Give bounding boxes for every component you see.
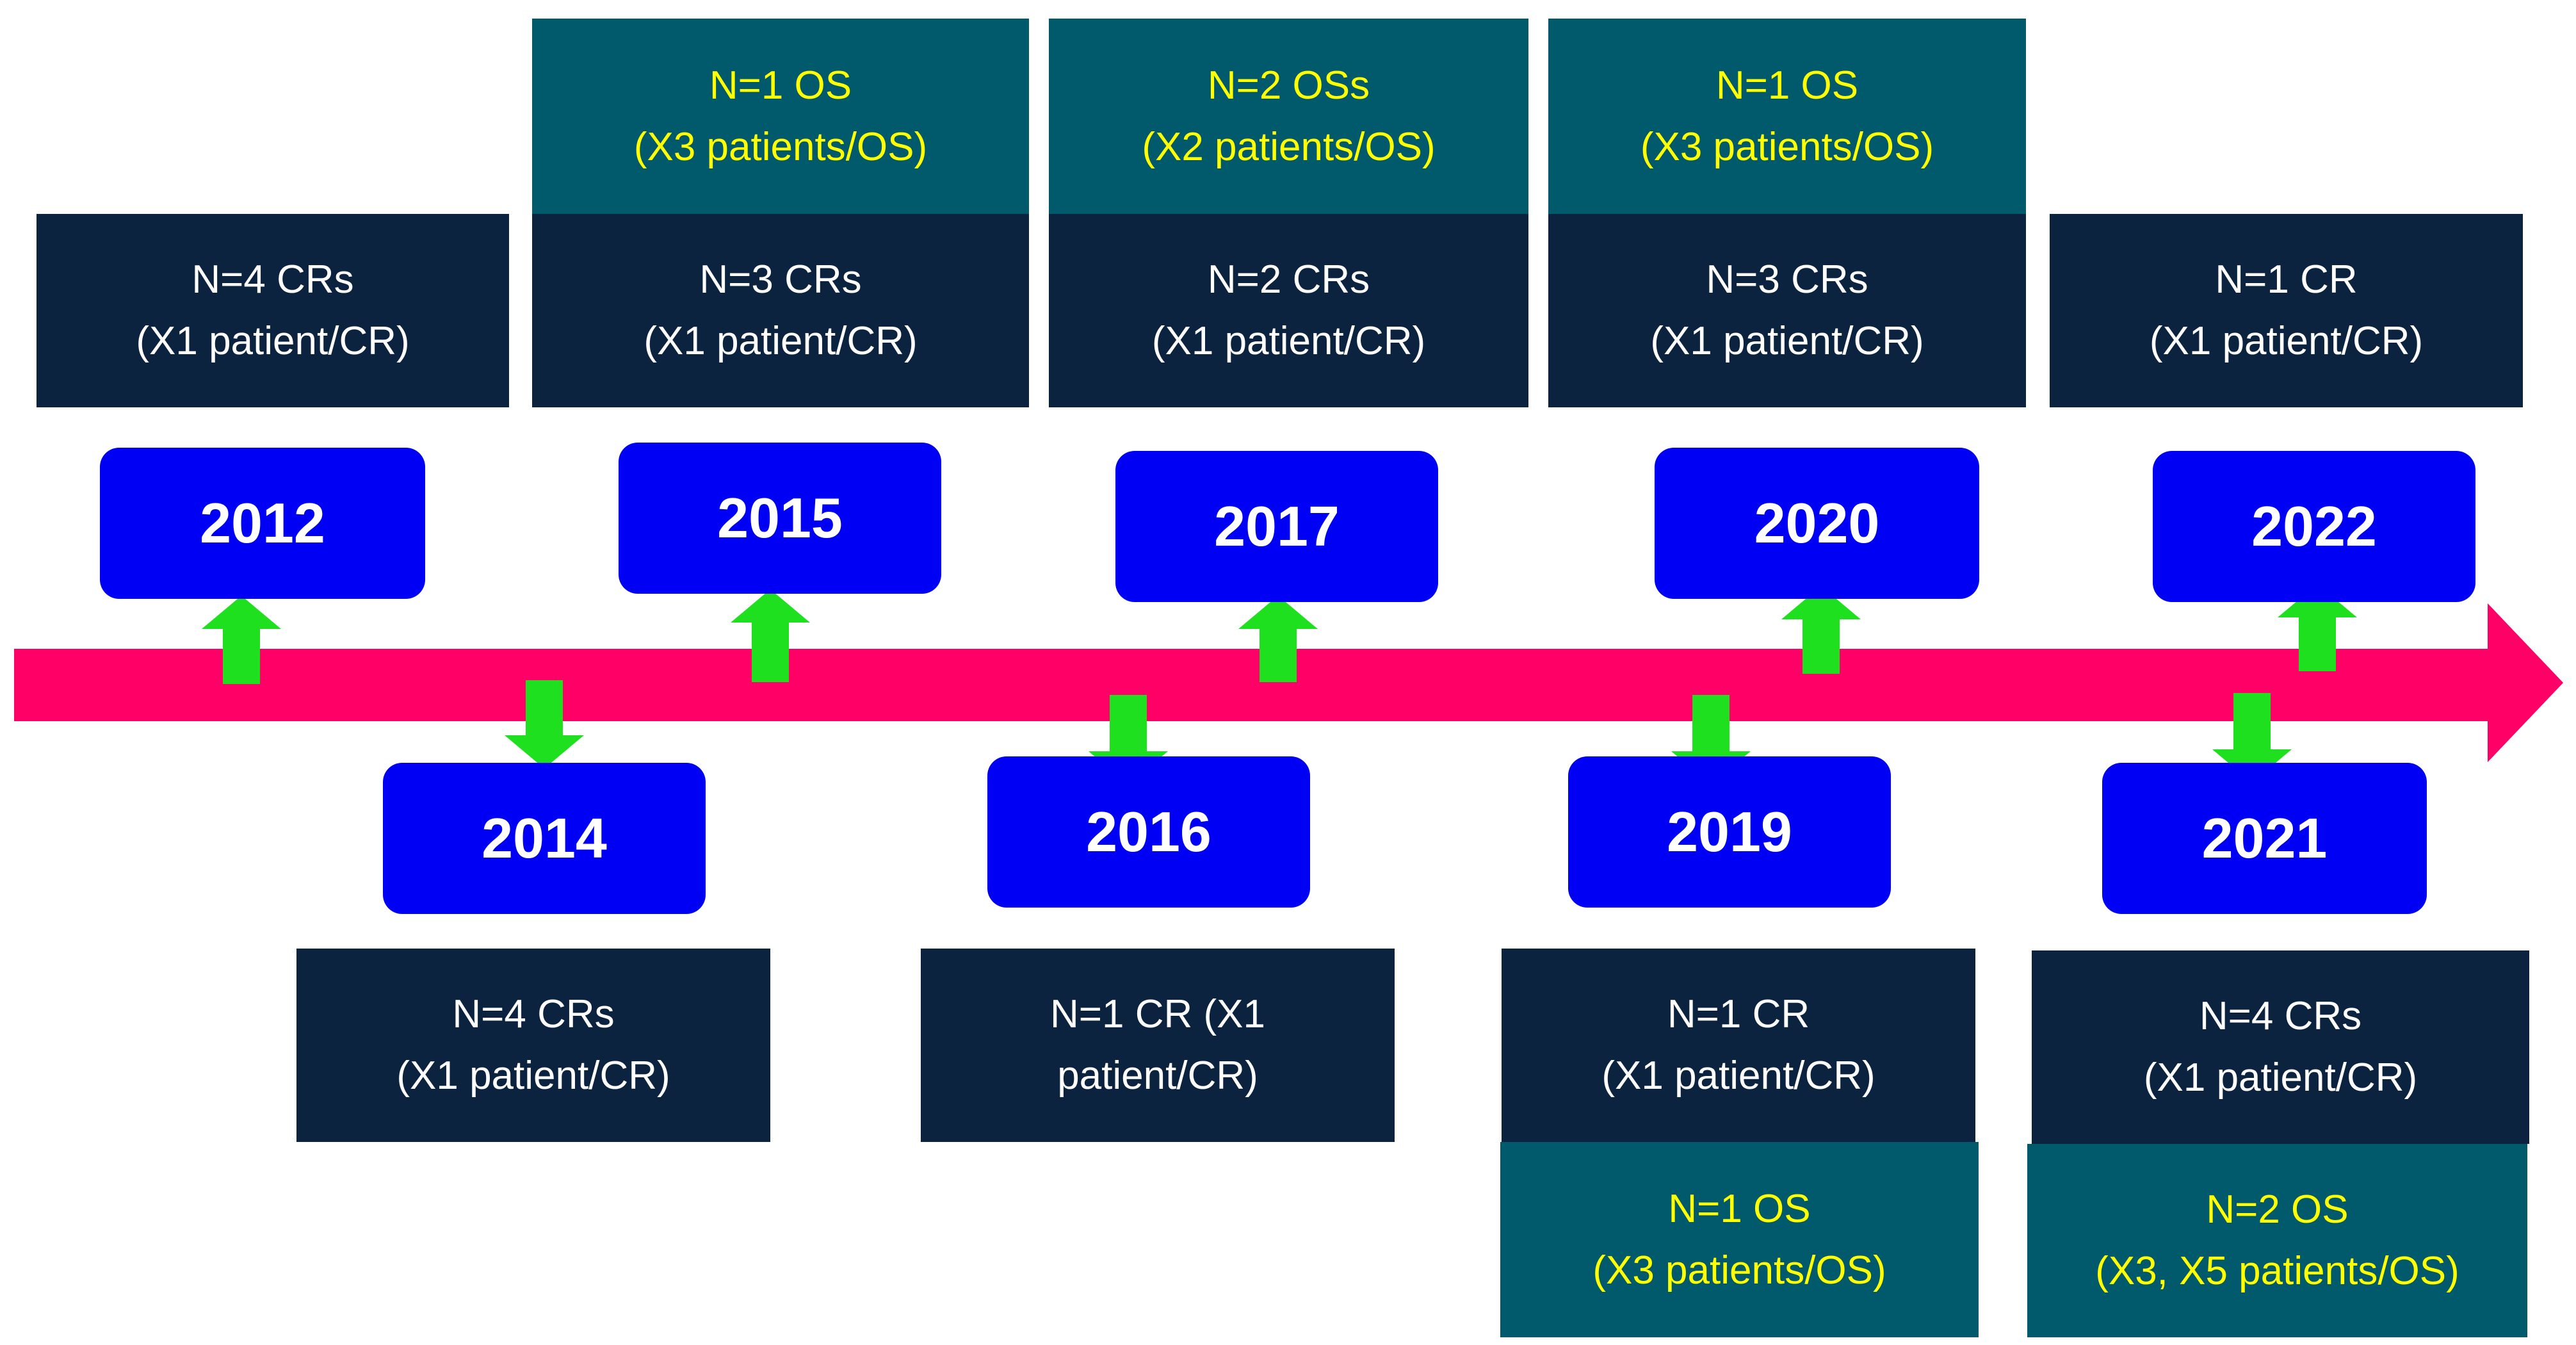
cr-count-text: N=3 CRs <box>1706 257 1868 302</box>
cr-box-2017: N=2 CRs (X1 patient/CR) <box>1049 214 1528 407</box>
up-arrow-2017 <box>1238 596 1318 682</box>
down-arrow-2021 <box>2212 693 2292 783</box>
cr-ratio-text: (X1 patient/CR) <box>1601 1054 1875 1098</box>
cr-box-2021: N=4 CRs (X1 patient/CR) <box>2032 950 2529 1144</box>
os-ratio-text: (X3, X5 patients/OS) <box>2095 1249 2459 1293</box>
year-label: 2019 <box>1667 800 1792 863</box>
cr-count-text: N=3 CRs <box>699 257 862 302</box>
year-box-2017: 2017 <box>1115 451 1438 602</box>
cr-ratio-text: (X1 patient/CR) <box>396 1054 670 1098</box>
cr-ratio-text: (X1 patient/CR) <box>2143 1056 2418 1100</box>
down-arrow-2014 <box>505 680 584 769</box>
os-ratio-text: (X2 patients/OS) <box>1142 124 1436 169</box>
os-ratio-text: (X3 patients/OS) <box>1640 124 1934 169</box>
cr-count-text: N=1 CR (X1 <box>1050 992 1265 1036</box>
cr-box-2020: N=3 CRs (X1 patient/CR) <box>1548 214 2026 407</box>
up-arrow-2015 <box>731 589 810 682</box>
year-label: 2015 <box>717 486 843 550</box>
os-box-2019: N=1 OS (X3 patients/OS) <box>1500 1142 1979 1337</box>
cr-count-text: N=1 CR <box>1667 992 1810 1036</box>
cr-box-2014: N=4 CRs (X1 patient/CR) <box>296 949 770 1142</box>
year-box-2015: 2015 <box>619 443 941 594</box>
year-box-2021: 2021 <box>2102 763 2427 914</box>
year-box-2014: 2014 <box>383 763 706 914</box>
cr-ratio-text: (X1 patient/CR) <box>644 319 918 363</box>
cr-box-2012: N=4 CRs (X1 patient/CR) <box>36 214 509 407</box>
os-box-2020: N=1 OS (X3 patients/OS) <box>1548 19 2026 214</box>
timeline-arrow <box>14 603 2563 762</box>
cr-ratio-text: (X1 patient/CR) <box>136 319 410 363</box>
os-box-2015: N=1 OS (X3 patients/OS) <box>532 19 1029 214</box>
year-label: 2016 <box>1086 800 1211 863</box>
os-ratio-text: (X3 patients/OS) <box>1592 1248 1886 1292</box>
cr-box-2019: N=1 CR (X1 patient/CR) <box>1502 949 1975 1142</box>
os-count-text: N=1 OS <box>709 63 852 108</box>
cr-count-text: N=1 CR <box>2215 257 2358 302</box>
year-label: 2022 <box>2251 494 2377 558</box>
year-label: 2021 <box>2201 806 2328 870</box>
up-arrow-2012 <box>202 596 281 684</box>
cr-ratio-text: (X1 patient/CR) <box>2149 319 2424 363</box>
year-box-2022: 2022 <box>2153 451 2475 602</box>
cr-count-text: N=2 CRs <box>1207 257 1370 302</box>
up-arrow-2020 <box>1781 586 1861 674</box>
os-box-2017: N=2 OSs (X2 patients/OS) <box>1049 19 1528 214</box>
cr-count-text: N=4 CRs <box>452 992 615 1036</box>
os-count-text: N=1 OS <box>1715 63 1859 108</box>
cr-box-2015: N=3 CRs (X1 patient/CR) <box>532 214 1029 407</box>
cr-box-2016: N=1 CR (X1 patient/CR) <box>921 949 1395 1142</box>
os-count-text: N=2 OSs <box>1207 63 1370 108</box>
cr-ratio-text: (X1 patient/CR) <box>1650 319 1924 363</box>
up-arrow-2022 <box>2278 584 2357 671</box>
os-box-2021: N=2 OS (X3, X5 patients/OS) <box>2027 1144 2527 1337</box>
year-box-2019: 2019 <box>1568 756 1891 908</box>
year-box-2020: 2020 <box>1655 448 1979 599</box>
cr-box-2022: N=1 CR (X1 patient/CR) <box>2050 214 2523 407</box>
os-count-text: N=1 OS <box>1668 1186 1811 1231</box>
cr-count-text: N=4 CRs <box>191 257 354 302</box>
cr-ratio-text: (X1 patient/CR) <box>1151 319 1426 363</box>
year-box-2012: 2012 <box>100 448 425 599</box>
year-box-2016: 2016 <box>987 756 1310 908</box>
year-label: 2017 <box>1214 494 1340 558</box>
cr-ratio-text: patient/CR) <box>1057 1054 1258 1098</box>
year-label: 2014 <box>482 806 607 870</box>
os-count-text: N=2 OS <box>2206 1187 2349 1232</box>
year-label: 2020 <box>1754 491 1880 555</box>
os-ratio-text: (X3 patients/OS) <box>633 124 928 169</box>
year-label: 2012 <box>200 491 325 555</box>
cr-count-text: N=4 CRs <box>2199 994 2362 1038</box>
